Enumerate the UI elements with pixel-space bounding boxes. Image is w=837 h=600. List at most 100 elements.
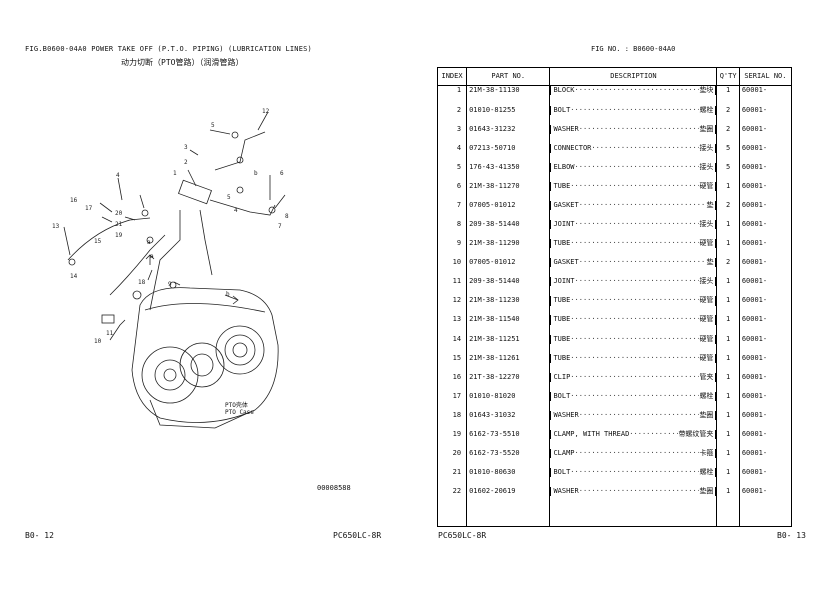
cell-serial: 60001-	[738, 410, 793, 430]
filler-cell	[436, 506, 468, 528]
cell-index: 6	[436, 181, 468, 202]
cell-part-no: 21M-38-11230	[466, 296, 551, 316]
cell-serial: 60001-	[738, 391, 793, 411]
desc-cn: 垫圈	[699, 487, 714, 496]
cell-qty: 1	[716, 85, 740, 106]
filler-cell	[716, 506, 740, 528]
tube-13	[214, 131, 266, 171]
cell-qty: 1	[716, 353, 740, 373]
gear-housing-left-core	[163, 368, 177, 382]
callout-a-lower: a	[150, 253, 154, 260]
cell-qty: 1	[716, 277, 740, 297]
cell-part-no: 01010-80630	[466, 468, 551, 488]
cell-description: CLAMP, WITH THREAD······················…	[550, 429, 717, 440]
cell-description: BLOCK···································…	[550, 86, 717, 96]
desc-en: TUBE	[553, 181, 571, 190]
cell-part-no: 209-38-51440	[466, 220, 551, 240]
desc-en: WASHER	[553, 124, 579, 133]
elbow-fitting-b	[236, 156, 244, 164]
desc-cn: 卡箍	[699, 449, 714, 458]
cell-part-no: 01643-31232	[466, 124, 551, 144]
desc-leader-dots: ········································…	[574, 449, 700, 458]
cell-serial: 60001-	[738, 296, 793, 316]
cell-part-no: 07005-01012	[466, 258, 551, 278]
desc-cn: 接头	[699, 162, 714, 171]
cell-part-no: 176-43-41350	[466, 162, 551, 182]
desc-cn: 硬管	[699, 315, 714, 324]
cell-part-no: 21M-38-11261	[466, 353, 551, 373]
desc-cn: 硬管	[699, 296, 714, 305]
cell-serial: 60001-	[738, 277, 793, 297]
tube-9	[199, 209, 213, 276]
desc-cn: 接头	[699, 220, 714, 229]
desc-cn: 硬管	[699, 181, 714, 190]
cell-part-no: 07213-50710	[466, 143, 551, 163]
desc-cn: 管夹	[699, 372, 714, 381]
cell-index: 22	[436, 487, 468, 507]
callout-17: 16	[70, 197, 78, 204]
callout-a-upper: a	[147, 239, 151, 246]
callout-2: 2	[184, 159, 188, 166]
desc-cn: 垫圈	[699, 410, 714, 419]
cell-serial: 60001-	[738, 181, 793, 202]
desc-en: TUBE	[553, 334, 571, 343]
cell-serial: 60001-	[738, 334, 793, 354]
desc-en: CLIP	[553, 372, 571, 381]
cell-part-no: 21M-38-11540	[466, 315, 551, 335]
cell-description: TUBE····································…	[550, 296, 717, 306]
desc-en: BOLT	[553, 468, 571, 477]
callout-5a: 5	[211, 122, 215, 129]
callout-14: 13	[52, 223, 60, 230]
cell-index: 4	[436, 143, 468, 163]
cell-part-no: 21M-38-11130	[466, 85, 551, 106]
cell-description: ELBOW···································…	[550, 162, 717, 173]
cell-part-no: 21M-38-11270	[466, 181, 551, 202]
desc-en: WASHER	[553, 487, 579, 496]
cell-description: GASKET··································…	[550, 201, 717, 211]
gear-housing-right	[215, 325, 265, 375]
desc-leader-dots: ········································…	[578, 124, 700, 133]
figure-subtitle: 动力切断（PTO管路）（润滑管路）	[121, 58, 244, 67]
arrow-b-lower	[224, 294, 239, 305]
cell-index: 1	[436, 85, 468, 106]
cell-index: 16	[436, 372, 468, 392]
cell-description: TUBE····································…	[550, 315, 717, 325]
cell-part-no: 21M-38-11251	[466, 334, 551, 354]
cell-description: BOLT····································…	[550, 468, 717, 478]
tube-14	[67, 217, 151, 261]
fig-no-label: FIG NO. : B0600-04A0	[591, 45, 676, 53]
desc-cn: 硬管	[699, 239, 714, 248]
cell-index: 3	[436, 124, 468, 144]
right-model: PC650LC-8R	[438, 531, 487, 540]
desc-leader-dots: ········································…	[570, 353, 699, 362]
cell-qty: 1	[716, 239, 740, 259]
desc-leader-dots: ········································…	[570, 334, 699, 343]
gear-housing-left-inner	[154, 359, 186, 391]
cell-qty: 1	[716, 334, 740, 354]
left-page: FIG.B0600-04A0 POWER TAKE OFF (P.T.O. PI…	[0, 0, 418, 600]
cell-part-no: 01010-81255	[466, 105, 551, 125]
cell-index: 17	[436, 391, 468, 411]
cell-description: TUBE····································…	[550, 334, 717, 344]
cell-index: 10	[436, 258, 468, 278]
desc-leader-dots: ········································…	[570, 239, 699, 248]
cell-part-no: 21T-38-12270	[466, 372, 551, 392]
desc-cn: 接头	[699, 143, 714, 152]
cell-qty: 1	[716, 181, 740, 202]
desc-cn: 螺栓	[699, 105, 714, 114]
cell-index: 11	[436, 277, 468, 297]
cell-part-no: 6162-73-5520	[466, 449, 551, 469]
cell-serial: 60001-	[738, 315, 793, 335]
desc-en: TUBE	[553, 353, 571, 362]
